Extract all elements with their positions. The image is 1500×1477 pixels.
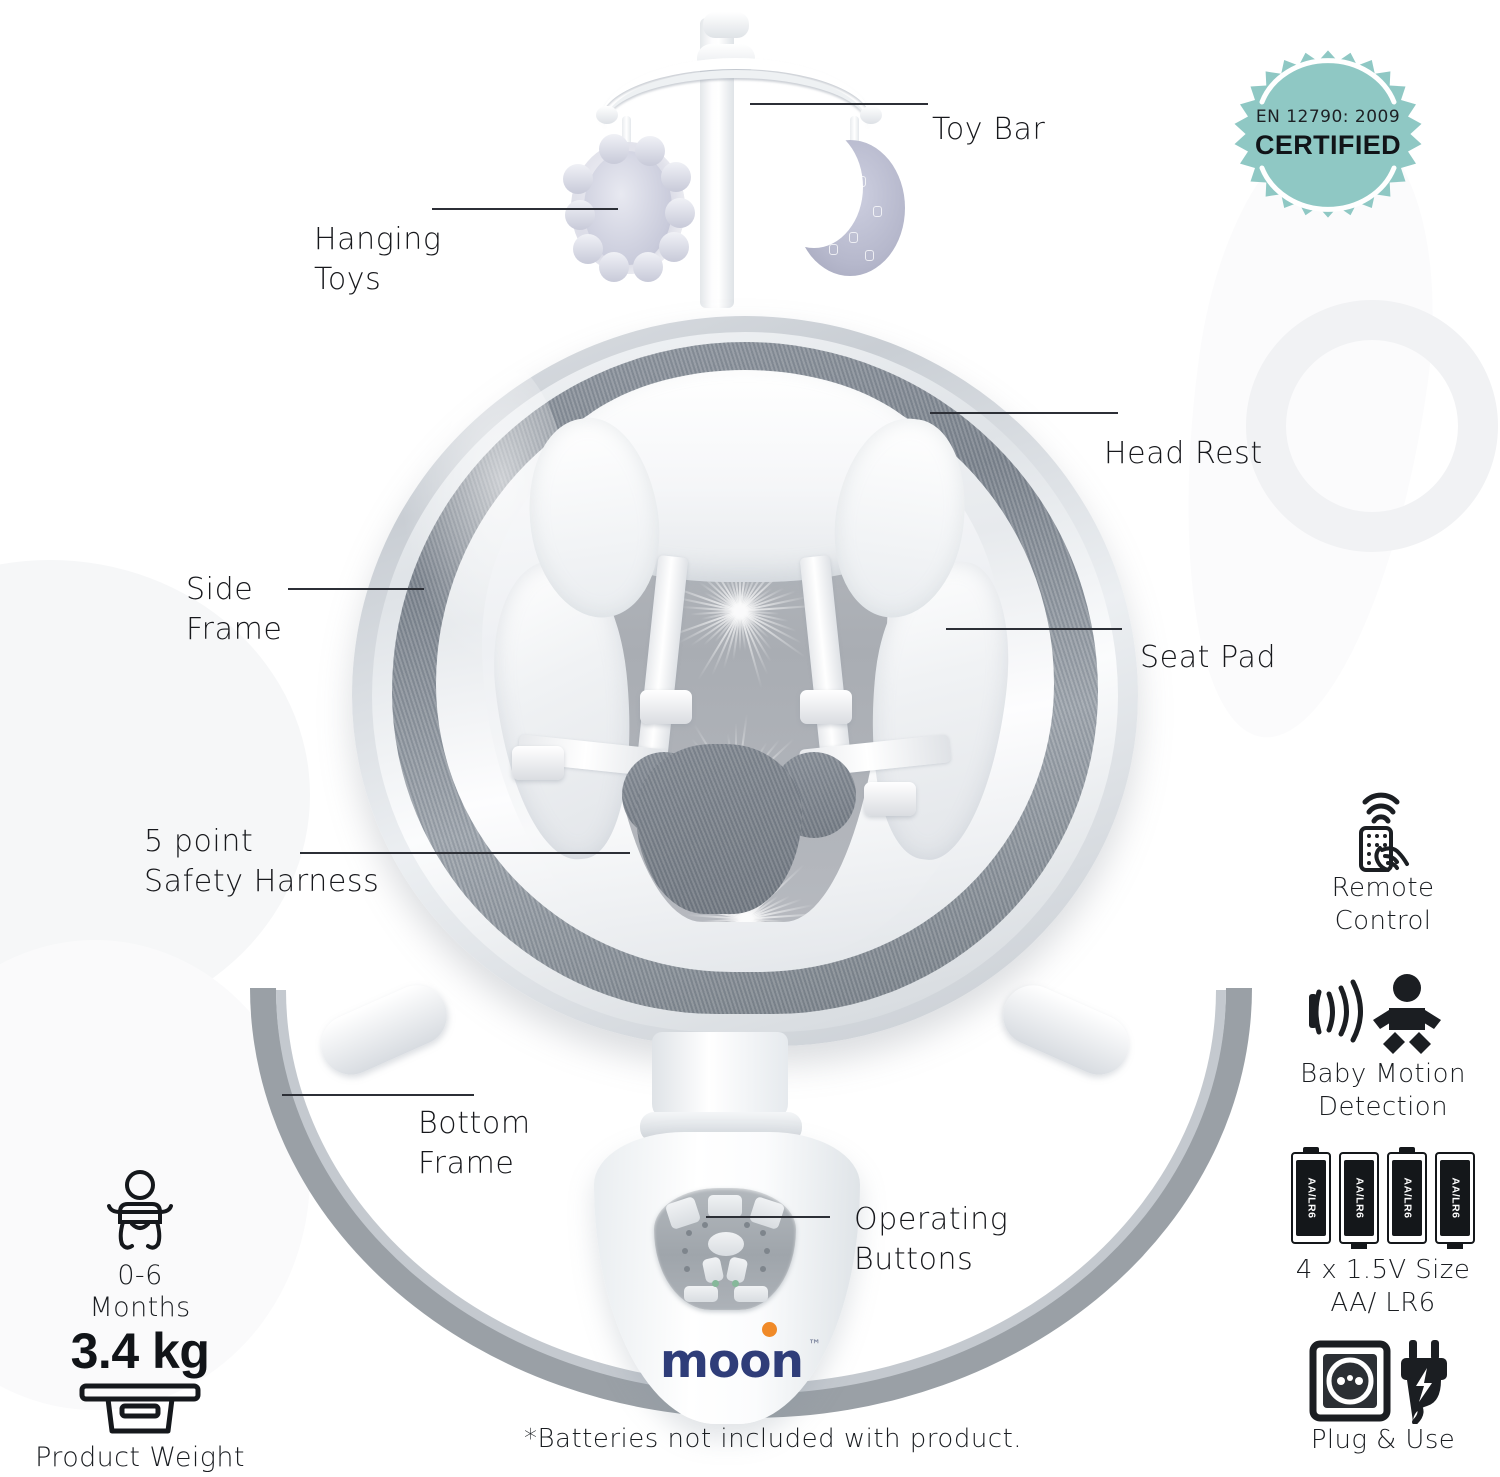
starburst-pattern xyxy=(664,531,820,689)
feature-baby-motion-detection: Baby Motion Detection xyxy=(1268,970,1498,1123)
operating-buttons-panel[interactable] xyxy=(654,1188,796,1310)
leader-line-bottom-frame xyxy=(282,1094,474,1096)
toy-drop-right xyxy=(850,116,859,150)
leader-line-toy-bar xyxy=(750,103,928,105)
leader-line-operating-buttons xyxy=(706,1216,830,1218)
battery-icon: AA/LR6 AA/LR6 AA/LR6 AA/LR6 xyxy=(1268,1147,1498,1249)
battery-cell: AA/LR6 xyxy=(1291,1147,1331,1244)
certification-badge: EN 12790: 2009 CERTIFIED xyxy=(1228,44,1428,224)
callout-bottom-frame: Bottom Frame xyxy=(418,1106,531,1181)
battery-label: AA/LR6 xyxy=(1401,1177,1414,1219)
leader-line-hanging-toys xyxy=(432,208,618,210)
scale-icon xyxy=(30,1380,250,1442)
toy-bar-arm-shadow xyxy=(604,70,868,126)
harness-buckle-left xyxy=(640,690,692,724)
feature-batteries: AA/LR6 AA/LR6 AA/LR6 AA/LR6 4 x 1.5V Siz… xyxy=(1268,1147,1498,1319)
brand-logo-dot xyxy=(762,1322,777,1337)
certification-standard: EN 12790: 2009 xyxy=(1255,107,1401,127)
callout-seat-pad: Seat Pad xyxy=(1140,640,1277,675)
certification-status: CERTIFIED xyxy=(1254,130,1402,160)
leader-line-side-frame xyxy=(288,588,424,590)
battery-label: AA/LR6 xyxy=(1305,1177,1318,1219)
starburst-pattern xyxy=(670,839,826,922)
leader-line-safety-harness xyxy=(300,852,630,854)
stat-product-weight-label: Product Weight xyxy=(35,1442,245,1473)
base-neck xyxy=(652,1032,788,1120)
toy-bar-left-tip xyxy=(596,106,618,124)
remote-control-icon xyxy=(1268,784,1498,872)
leader-line-head-rest xyxy=(930,412,1118,414)
baby-motion-detection-icon xyxy=(1268,970,1498,1058)
toy-bar-right-tip xyxy=(860,106,882,124)
brand-logo: moon ™ xyxy=(660,1322,821,1389)
battery-label: AA/LR6 xyxy=(1449,1177,1462,1219)
feature-plug-and-use: Plug & Use xyxy=(1268,1338,1498,1457)
feature-plug-and-use-label: Plug & Use xyxy=(1310,1425,1456,1455)
stat-product-weight: 3.4 kg Product Weight xyxy=(30,1322,250,1474)
product-weight-value: 3.4 kg xyxy=(70,1323,210,1379)
harness-side-buckle-left xyxy=(512,746,564,780)
callout-head-rest: Head Rest xyxy=(1104,436,1263,471)
toy-drop-left xyxy=(622,116,631,154)
baby-age-icon xyxy=(30,1168,250,1260)
callout-operating-buttons: Operating Buttons xyxy=(854,1202,1009,1277)
certification-badge-starburst xyxy=(1234,50,1422,218)
callout-toy-bar: Toy Bar xyxy=(932,112,1046,147)
hanging-toy-moon xyxy=(765,126,905,276)
crotch-pad xyxy=(636,744,802,914)
toy-bar-arm xyxy=(600,58,872,122)
leader-line-seat-pad xyxy=(946,628,1122,630)
harness-side-buckle-right xyxy=(864,782,916,816)
battery-label: AA/LR6 xyxy=(1353,1177,1366,1219)
mobile-mast-cap xyxy=(703,12,749,38)
feature-remote-control-label: Remote Control xyxy=(1331,873,1435,936)
plug-and-socket-icon xyxy=(1268,1338,1498,1424)
stat-age-range-label: 0-6 Months xyxy=(89,1260,191,1324)
callout-hanging-toys: Hanging Toys xyxy=(314,222,442,297)
harness-buckle-right xyxy=(800,690,852,724)
battery-cell: AA/LR6 xyxy=(1339,1152,1379,1249)
feature-batteries-label: 4 x 1.5V Size AA/ LR6 xyxy=(1295,1255,1471,1318)
brand-trademark: ™ xyxy=(808,1338,821,1353)
battery-cell: AA/LR6 xyxy=(1387,1147,1427,1244)
footnote-batteries: *Batteries not included with product. xyxy=(524,1424,1023,1454)
feature-baby-motion-detection-label: Baby Motion Detection xyxy=(1300,1059,1466,1122)
brand-logo-text: moon xyxy=(660,1334,804,1389)
feature-remote-control: Remote Control xyxy=(1268,784,1498,937)
callout-side-frame: Side Frame xyxy=(186,572,283,647)
stat-age-range: 0-6 Months xyxy=(30,1168,250,1325)
callout-safety-harness: 5 point Safety Harness xyxy=(144,824,380,899)
battery-cell: AA/LR6 xyxy=(1435,1152,1475,1249)
